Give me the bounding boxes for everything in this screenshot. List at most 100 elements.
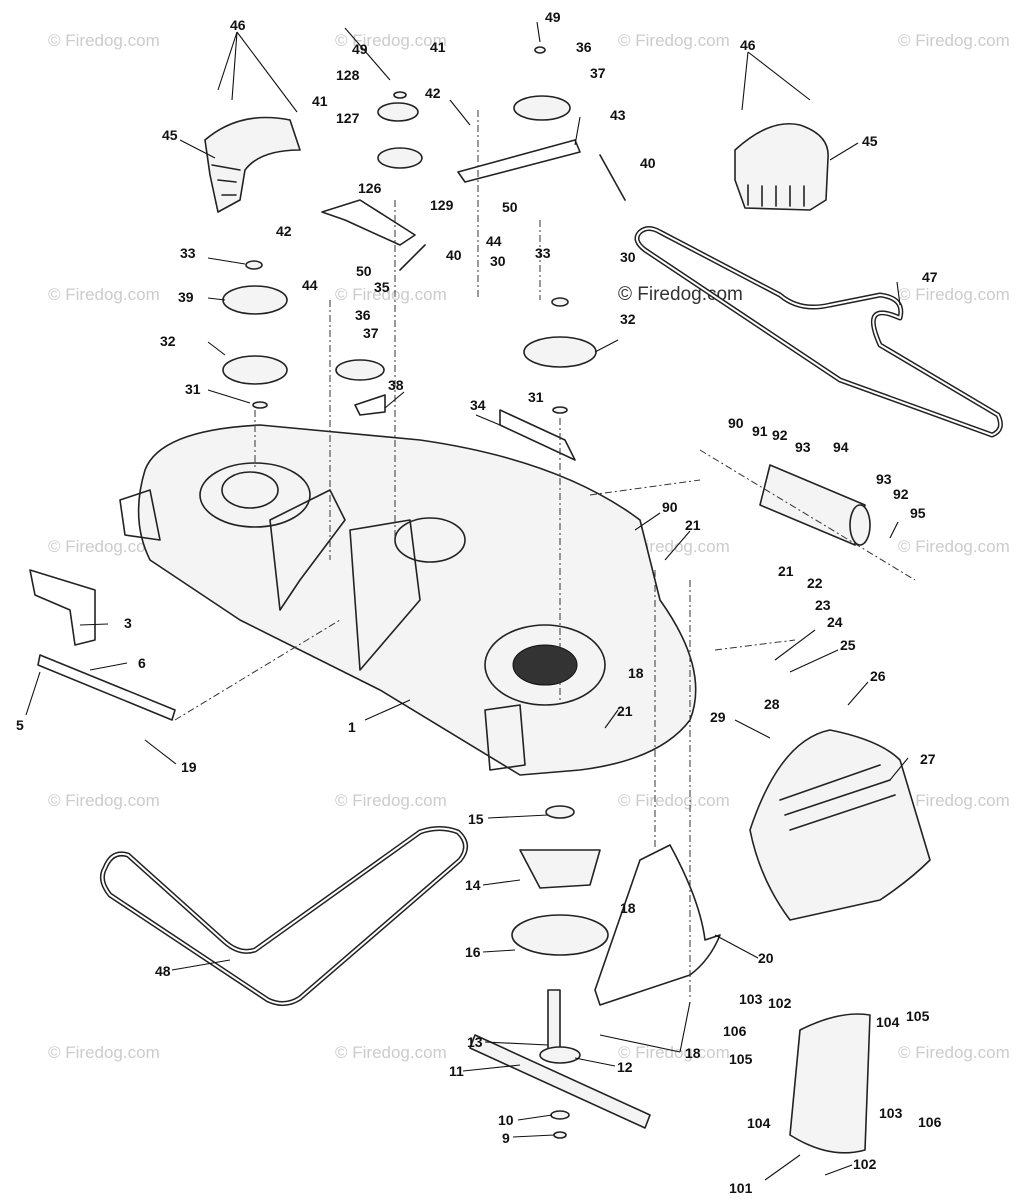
callout-37: 37 bbox=[363, 325, 379, 341]
callout-31: 31 bbox=[185, 381, 201, 397]
callout-30: 30 bbox=[620, 249, 636, 265]
belt-47 bbox=[634, 226, 1003, 438]
callout-128: 128 bbox=[336, 67, 360, 83]
watermark: © Firedog.com bbox=[618, 31, 730, 50]
callout-35: 35 bbox=[374, 279, 390, 295]
watermark: © Firedog.com bbox=[48, 285, 160, 304]
callout-36: 36 bbox=[355, 307, 371, 323]
callout-37: 37 bbox=[590, 65, 606, 81]
watermark: © Firedog.com bbox=[48, 791, 160, 810]
callout-105: 105 bbox=[906, 1008, 930, 1024]
callout-5: 5 bbox=[16, 717, 24, 733]
callout-43: 43 bbox=[610, 107, 626, 123]
callout-106: 106 bbox=[723, 1023, 747, 1039]
callout-10: 10 bbox=[498, 1112, 514, 1128]
callout-25: 25 bbox=[840, 637, 856, 653]
callout-33: 33 bbox=[535, 245, 551, 261]
callout-127: 127 bbox=[336, 110, 360, 126]
callout-102: 102 bbox=[853, 1156, 877, 1172]
watermark: © Firedog.com bbox=[335, 285, 447, 304]
callout-42: 42 bbox=[425, 85, 441, 101]
watermark: © Firedog.com bbox=[618, 1043, 730, 1062]
callout-44: 44 bbox=[486, 233, 502, 249]
callout-labels: 46 46 49 49 41 41 36 36 37 37 128 42 42 … bbox=[16, 9, 942, 1196]
callout-49: 49 bbox=[352, 41, 368, 57]
callout-33: 33 bbox=[180, 245, 196, 261]
watermark: © Firedog.com bbox=[898, 31, 1010, 50]
callout-40: 40 bbox=[640, 155, 656, 171]
callout-29: 29 bbox=[710, 709, 726, 725]
belt-cover-left bbox=[204, 116, 301, 213]
callout-46: 46 bbox=[740, 37, 756, 53]
watermark: © Firedog.com bbox=[898, 537, 1010, 556]
callout-41: 41 bbox=[430, 39, 446, 55]
callout-49: 49 bbox=[545, 9, 561, 25]
callout-1: 1 bbox=[348, 719, 356, 735]
callout-15: 15 bbox=[468, 811, 484, 827]
callout-92: 92 bbox=[772, 427, 788, 443]
pulley-assemblies bbox=[222, 46, 626, 461]
mower-deck-housing bbox=[119, 424, 697, 776]
callout-3: 3 bbox=[124, 615, 132, 631]
callout-9: 9 bbox=[502, 1130, 510, 1146]
callout-21: 21 bbox=[778, 563, 794, 579]
watermark: © Firedog.com bbox=[335, 791, 447, 810]
callout-103: 103 bbox=[739, 991, 763, 1007]
callout-21: 21 bbox=[617, 703, 633, 719]
callout-39: 39 bbox=[178, 289, 194, 305]
deck-bracket-left bbox=[29, 569, 176, 721]
callout-47: 47 bbox=[922, 269, 938, 285]
callout-18: 18 bbox=[628, 665, 644, 681]
discharge-chute bbox=[749, 729, 931, 1154]
callout-12: 12 bbox=[617, 1059, 633, 1075]
watermark: © Firedog.com bbox=[48, 537, 160, 556]
callout-26: 26 bbox=[870, 668, 886, 684]
brand-watermark: © Firedog.com bbox=[618, 284, 743, 305]
callout-18: 18 bbox=[620, 900, 636, 916]
belt-cover-right bbox=[734, 123, 829, 211]
watermark: © Firedog.com bbox=[898, 791, 1010, 810]
callout-40: 40 bbox=[446, 247, 462, 263]
callout-104: 104 bbox=[876, 1014, 900, 1030]
callout-14: 14 bbox=[465, 877, 481, 893]
callout-91: 91 bbox=[752, 423, 768, 439]
watermark: © Firedog.com bbox=[335, 31, 447, 50]
anti-scalp-roller bbox=[759, 464, 871, 546]
watermark: © Firedog.com bbox=[618, 791, 730, 810]
callout-11: 11 bbox=[449, 1063, 464, 1079]
callout-23: 23 bbox=[815, 597, 831, 613]
callout-104: 104 bbox=[747, 1115, 771, 1131]
callout-93: 93 bbox=[795, 439, 811, 455]
callout-126: 126 bbox=[358, 180, 382, 196]
callout-27: 27 bbox=[920, 751, 936, 767]
callout-48: 48 bbox=[155, 963, 171, 979]
callout-16: 16 bbox=[465, 944, 481, 960]
callout-13: 13 bbox=[467, 1034, 483, 1050]
callout-21: 21 bbox=[685, 517, 701, 533]
callout-94: 94 bbox=[833, 439, 849, 455]
callout-34: 34 bbox=[470, 397, 486, 413]
callout-46: 46 bbox=[230, 17, 246, 33]
callout-36: 36 bbox=[576, 39, 592, 55]
watermark: © Firedog.com bbox=[48, 31, 160, 50]
callout-50: 50 bbox=[502, 199, 518, 215]
callout-44: 44 bbox=[302, 277, 318, 293]
callout-32: 32 bbox=[160, 333, 176, 349]
callout-90: 90 bbox=[662, 499, 678, 515]
callout-41: 41 bbox=[312, 93, 328, 109]
callout-28: 28 bbox=[764, 696, 780, 712]
alignment-lines bbox=[174, 110, 916, 1000]
callout-106: 106 bbox=[918, 1114, 942, 1130]
callout-31: 31 bbox=[528, 389, 544, 405]
watermark: © Firedog.com bbox=[48, 1043, 160, 1062]
callout-20: 20 bbox=[758, 950, 774, 966]
callout-101: 101 bbox=[729, 1180, 753, 1196]
callout-90: 90 bbox=[728, 415, 744, 431]
callout-24: 24 bbox=[827, 614, 843, 630]
callout-45: 45 bbox=[162, 127, 178, 143]
spindle-assembly bbox=[469, 805, 651, 1139]
callout-50: 50 bbox=[356, 263, 372, 279]
leader-lines bbox=[25, 21, 909, 1181]
callout-42: 42 bbox=[276, 223, 292, 239]
